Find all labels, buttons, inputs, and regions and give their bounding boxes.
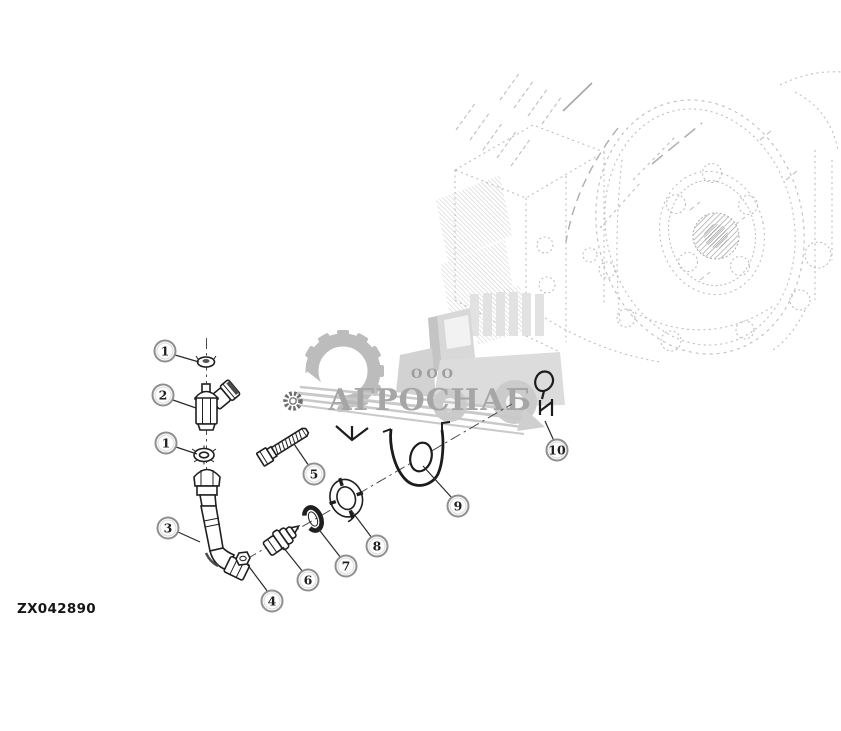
callout-9: 9: [422, 465, 470, 518]
callout-3: 3: [156, 516, 201, 543]
watermark-tractor: [396, 292, 565, 424]
svg-text:10: 10: [548, 443, 566, 458]
callouts-layer: 1 2 1 3 4 5 6 7 8 9 10: [151, 339, 569, 613]
part-9-bracket: [382, 421, 451, 487]
drawing-code: ZX042890: [17, 601, 96, 617]
callout-1: 1: [153, 339, 200, 363]
callout-5: 5: [293, 443, 326, 486]
callout-1: 1: [154, 431, 198, 455]
svg-text:7: 7: [342, 559, 351, 574]
svg-text:8: 8: [373, 539, 382, 554]
part-8-castle-nut: [323, 477, 364, 524]
callout-8: 8: [350, 509, 389, 558]
part-4-nut: [235, 551, 251, 566]
watermark-small-gear-icon: [283, 391, 303, 411]
part-3-hose-assembly: [193, 468, 251, 581]
watermark-gear: [286, 330, 384, 427]
svg-text:6: 6: [304, 573, 313, 588]
svg-text:1: 1: [161, 344, 170, 359]
watermark-company-name: АГРОСНАБ: [328, 383, 532, 418]
callout-4: 4: [246, 563, 284, 613]
svg-text:9: 9: [454, 499, 463, 514]
svg-text:4: 4: [268, 594, 277, 609]
part-10-clip: [534, 370, 555, 416]
part-7-snap-ring: [302, 505, 324, 533]
watermark-org-form: ООО: [411, 367, 457, 382]
part-6-connector-fitting: [262, 524, 301, 556]
watermark-swoosh: [295, 385, 545, 435]
svg-text:2: 2: [159, 388, 168, 403]
part-2-elbow-fitting: [194, 379, 241, 431]
svg-text:3: 3: [164, 521, 173, 536]
svg-text:1: 1: [162, 436, 171, 451]
part-1-seal-washer-lower: [191, 445, 217, 465]
svg-text:5: 5: [310, 467, 319, 482]
callout-7: 7: [316, 526, 358, 578]
callout-10: 10: [544, 420, 569, 462]
callout-6: 6: [282, 546, 320, 592]
part-5-bolt: [255, 427, 310, 467]
callout-2: 2: [151, 383, 197, 409]
port-pointer-arrow: [335, 425, 369, 442]
